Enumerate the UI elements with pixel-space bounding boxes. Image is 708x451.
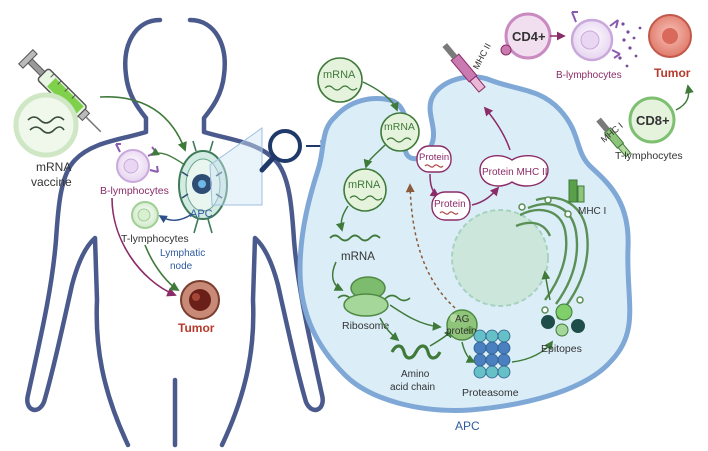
apc-label-body: APC xyxy=(190,208,213,220)
mhc-i-membrane-icon xyxy=(568,179,585,203)
protein-mhc-ii-label: Protein MHC II xyxy=(482,167,548,178)
mrna-label-1: mRNA xyxy=(323,69,356,81)
cd4-label: CD4+ xyxy=(512,29,546,44)
mrna-circle-2 xyxy=(380,112,420,152)
t-lymphocyte-left-icon xyxy=(131,201,159,229)
tumor-left-icon xyxy=(180,280,220,320)
ag-protein-icon xyxy=(446,309,478,341)
t-lymphocytes-left-label: T-lymphocytes xyxy=(121,233,189,245)
mrna-label-2: mRNA xyxy=(384,121,415,133)
mrna-label-3: mRNA xyxy=(348,179,381,191)
arrow-t-to-tumor xyxy=(144,244,180,292)
mrna-circle-1 xyxy=(317,57,363,103)
arrow-ribosome-to-ag xyxy=(389,304,442,331)
arrow-ag-to-protein xyxy=(405,183,456,309)
protein-mhc-ii-icon xyxy=(479,154,549,187)
apc-cell-label: APC xyxy=(455,419,480,433)
arrow-ribosome-to-amino xyxy=(379,317,400,342)
cd8-label: CD8+ xyxy=(636,113,670,128)
mrna-circle-3 xyxy=(343,168,387,212)
arrow-mhcii-up xyxy=(483,106,511,151)
arrow-node-to-t xyxy=(158,213,193,224)
b-lymphocytes-left-label: B-lymphocytes xyxy=(100,185,169,197)
mhc-ii-receptor-icon xyxy=(442,43,486,93)
golgi-apparatus xyxy=(515,196,589,307)
arrow-cd8-to-tumor xyxy=(675,84,694,111)
lymphatic-label-line2: node xyxy=(170,261,193,272)
arrow-proteasome-to-epitopes xyxy=(511,340,554,363)
proteasome-icon xyxy=(473,329,511,379)
arrow-syringe-to-node xyxy=(99,96,187,152)
arrow-node-to-b xyxy=(150,147,186,166)
arrow-strand-to-ribosome xyxy=(331,261,344,291)
nucleus xyxy=(451,209,549,307)
cd8-cell-icon xyxy=(628,96,676,144)
mrna-strand xyxy=(329,234,381,242)
ag-label-line2: protein xyxy=(446,326,477,337)
protein-small-label: Protein xyxy=(419,152,449,163)
ag-label-line1: AG xyxy=(455,314,470,325)
protein-small-icon xyxy=(416,145,452,173)
ribosome-label: Ribosome xyxy=(342,320,389,332)
epitopes-label: Epitopes xyxy=(541,343,582,355)
arrow-ag-to-proteasome xyxy=(461,341,476,363)
tumor-right-label: Tumor xyxy=(654,66,691,80)
mrna-label-4: mRNA xyxy=(341,251,375,263)
vaccine-label-line2: vaccine xyxy=(31,175,72,189)
b-lymphocyte-left-icon xyxy=(115,143,159,183)
ribosome-icon xyxy=(337,276,411,317)
tumor-right-icon xyxy=(648,14,692,58)
human-silhouette xyxy=(25,17,325,448)
proteasome-label: Proteasome xyxy=(462,387,519,399)
arrow-protein-to-mhcii xyxy=(471,186,500,206)
amino-acid-chain-icon xyxy=(390,344,442,360)
vaccine-label-line1: mRNA xyxy=(36,160,71,174)
b-lymphocytes-right-label: B-lymphocytes xyxy=(556,70,622,81)
lymphatic-label-line1: Lymphatic xyxy=(160,248,205,259)
magnifier-icon xyxy=(259,129,302,173)
amino-label-line2: acid chain xyxy=(390,382,435,393)
zoom-wedge xyxy=(209,127,263,206)
epitopes-icon xyxy=(541,303,585,337)
lymph-node-icon xyxy=(178,140,228,234)
mhc-i-receptor-icon xyxy=(596,117,632,158)
arrow-mrna1-to-mrna2 xyxy=(362,81,399,112)
amino-label-line1: Amino xyxy=(401,369,430,380)
t-lymphocytes-right-label: T-lymphocytes xyxy=(615,150,683,162)
arrow-b-to-tumor xyxy=(111,197,177,297)
tumor-left-label: Tumor xyxy=(178,321,215,335)
mhc-ii-top-label: MHC II xyxy=(471,42,493,71)
protein-2-icon xyxy=(431,191,471,221)
arrow-mrna2-to-mrna3 xyxy=(363,144,386,169)
mrna-vaccine-icon xyxy=(13,92,79,158)
b-lymphocyte-right-icon xyxy=(570,11,642,68)
mhc-i-mid-label: MHC I xyxy=(578,206,606,217)
arrow-epitopes-to-golgi xyxy=(541,270,551,301)
arrow-mrna3-to-strand xyxy=(335,205,349,232)
protein-2-label: Protein xyxy=(434,199,466,210)
